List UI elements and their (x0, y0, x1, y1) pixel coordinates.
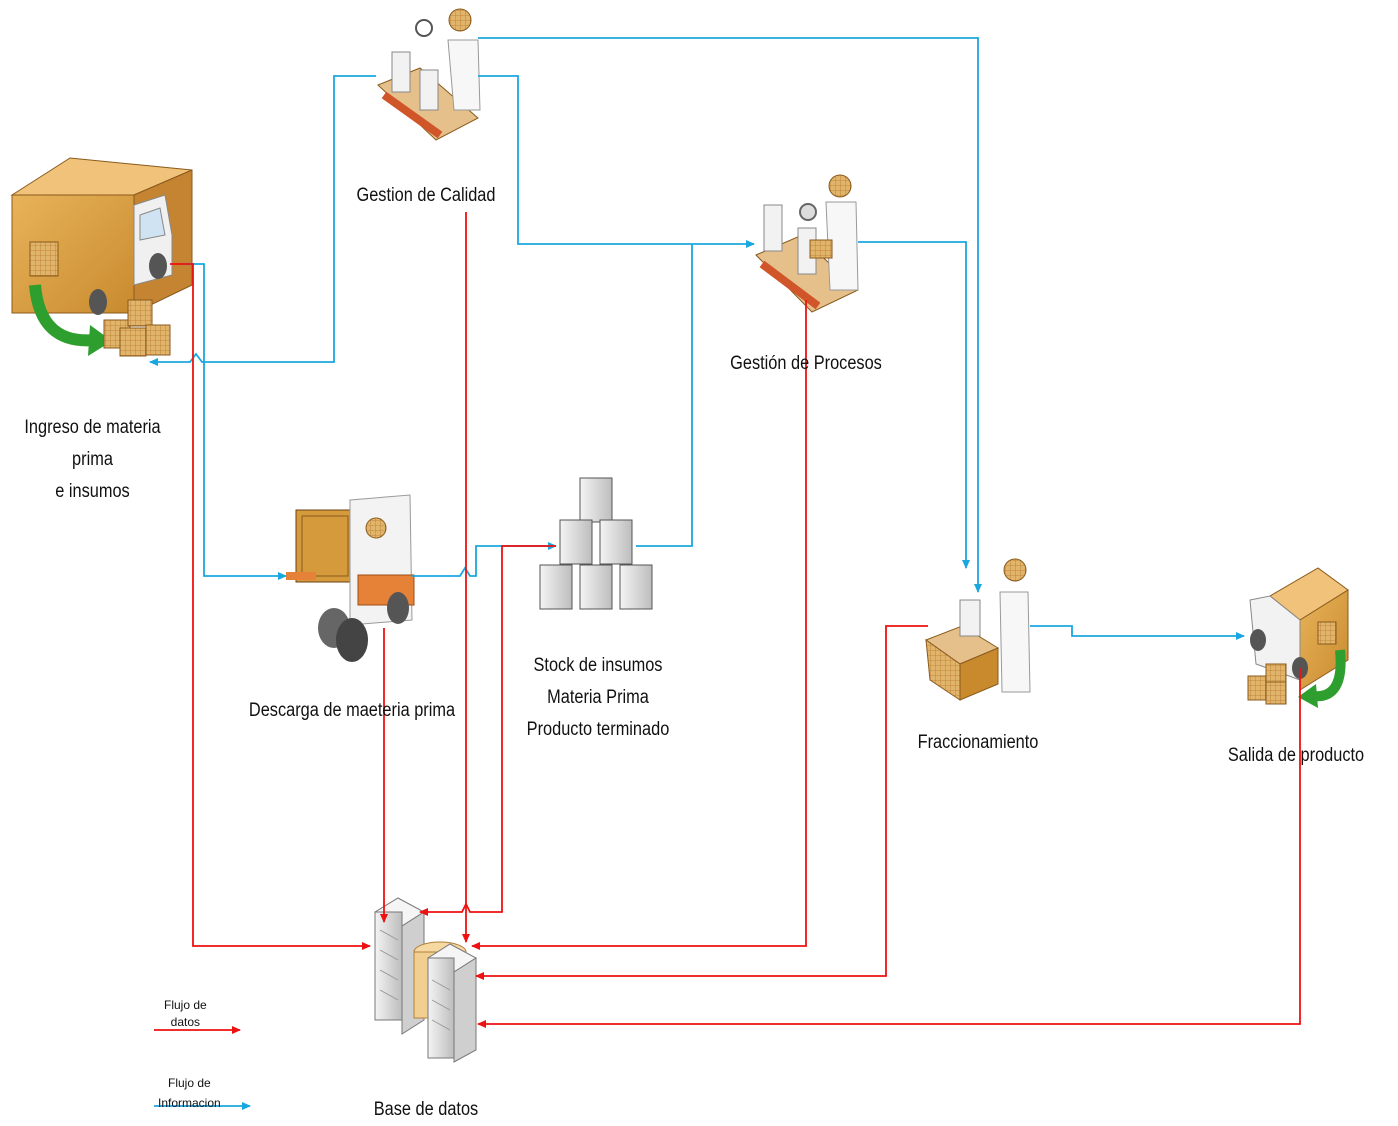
label-line: Gestion de Calidad (356, 185, 496, 206)
legend-line: Flujo de (168, 1076, 211, 1090)
legend-info-label: Flujo de Informacion (158, 1073, 221, 1113)
info-flow-line (149, 75, 376, 366)
quality-inspection-icon (377, 8, 481, 141)
info-flow-line (478, 75, 755, 248)
label-line: Descarga de maeteria prima (248, 700, 456, 721)
node-label-stock: Stock de insumos Materia Prima Producto … (507, 650, 689, 746)
label-line: Base de datos (373, 1099, 479, 1120)
legend-data-label: Flujo de datos (164, 997, 207, 1031)
info-flow-line (1030, 625, 1245, 640)
process-conveyor-icon (755, 174, 859, 313)
forklift-icon (286, 494, 415, 662)
delivery-truck-icon (1247, 567, 1349, 708)
info-flow-line (478, 37, 982, 593)
legend-line: datos (170, 1015, 201, 1029)
label-line: Fraccionamiento (917, 732, 1039, 753)
data-flow-line (419, 545, 556, 916)
node-label-calidad: Gestion de Calidad (340, 180, 512, 212)
info-flow-line (858, 241, 970, 569)
data-flow-line (475, 625, 928, 980)
info-flow-line (182, 263, 287, 580)
label-line: prima (72, 449, 113, 470)
node-label-ingreso: Ingreso de materia prima e insumos (13, 412, 172, 508)
database-servers-icon (373, 897, 477, 1063)
node-label-salida: Salida de producto (1210, 740, 1382, 772)
data-flow-line (477, 668, 1301, 1028)
info-flow-line (636, 244, 693, 547)
delivery-truck-icon (10, 157, 193, 357)
node-label-procesos: Gestión de Procesos (715, 348, 897, 380)
info-flow-line (412, 542, 557, 577)
label-line: Ingreso de materia (24, 417, 161, 438)
node-label-fraccionamiento: Fraccionamiento (892, 727, 1064, 759)
label-line: Gestión de Procesos (730, 353, 882, 374)
label-line: Salida de producto (1227, 745, 1365, 766)
legend-line: Informacion (158, 1096, 221, 1110)
node-label-descarga: Descarga de maeteria prima (221, 695, 482, 727)
node-label-base: Base de datos (340, 1094, 512, 1126)
label-line: e insumos (55, 481, 130, 502)
label-line: Stock de insumos (533, 655, 663, 676)
legend-line: Flujo de (164, 998, 207, 1012)
stock-boxes-icon (539, 477, 653, 610)
label-line: Materia Prima (547, 687, 649, 708)
packing-worker-icon (924, 558, 1031, 701)
data-flow-line (170, 263, 371, 950)
data-flow-line (471, 300, 807, 950)
label-line: Producto terminado (526, 719, 670, 740)
